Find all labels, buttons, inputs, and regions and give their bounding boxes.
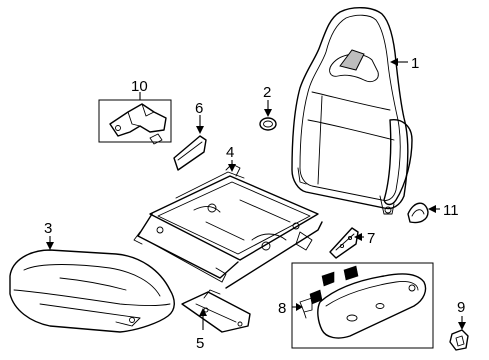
- callout-7: 7: [367, 230, 375, 247]
- track-cover-front: [173, 135, 207, 171]
- side-shield-detail-box: [291, 262, 434, 349]
- leader-lines: [46, 58, 466, 330]
- callout-9: 9: [457, 299, 465, 316]
- clip: [449, 329, 469, 351]
- callout-3: 3: [44, 220, 52, 237]
- callout-4: 4: [226, 144, 234, 161]
- seat-cushion: [9, 249, 175, 333]
- side-shield: [299, 265, 427, 339]
- seat-back: [291, 7, 413, 215]
- bracket-detail-box: [98, 99, 172, 143]
- inner-cover: [329, 227, 359, 259]
- recline-knob: [407, 202, 429, 224]
- callout-11: 11: [443, 202, 459, 219]
- seat-adjuster: [133, 163, 323, 289]
- track-cover-rear: [181, 289, 251, 333]
- callout-8: 8: [278, 300, 286, 317]
- callout-1: 1: [411, 55, 419, 72]
- callout-6: 6: [195, 100, 203, 117]
- bracket: [109, 103, 167, 145]
- grommet: [259, 117, 277, 131]
- callout-10: 10: [131, 78, 148, 95]
- callout-5: 5: [196, 335, 204, 352]
- callout-2: 2: [263, 84, 271, 101]
